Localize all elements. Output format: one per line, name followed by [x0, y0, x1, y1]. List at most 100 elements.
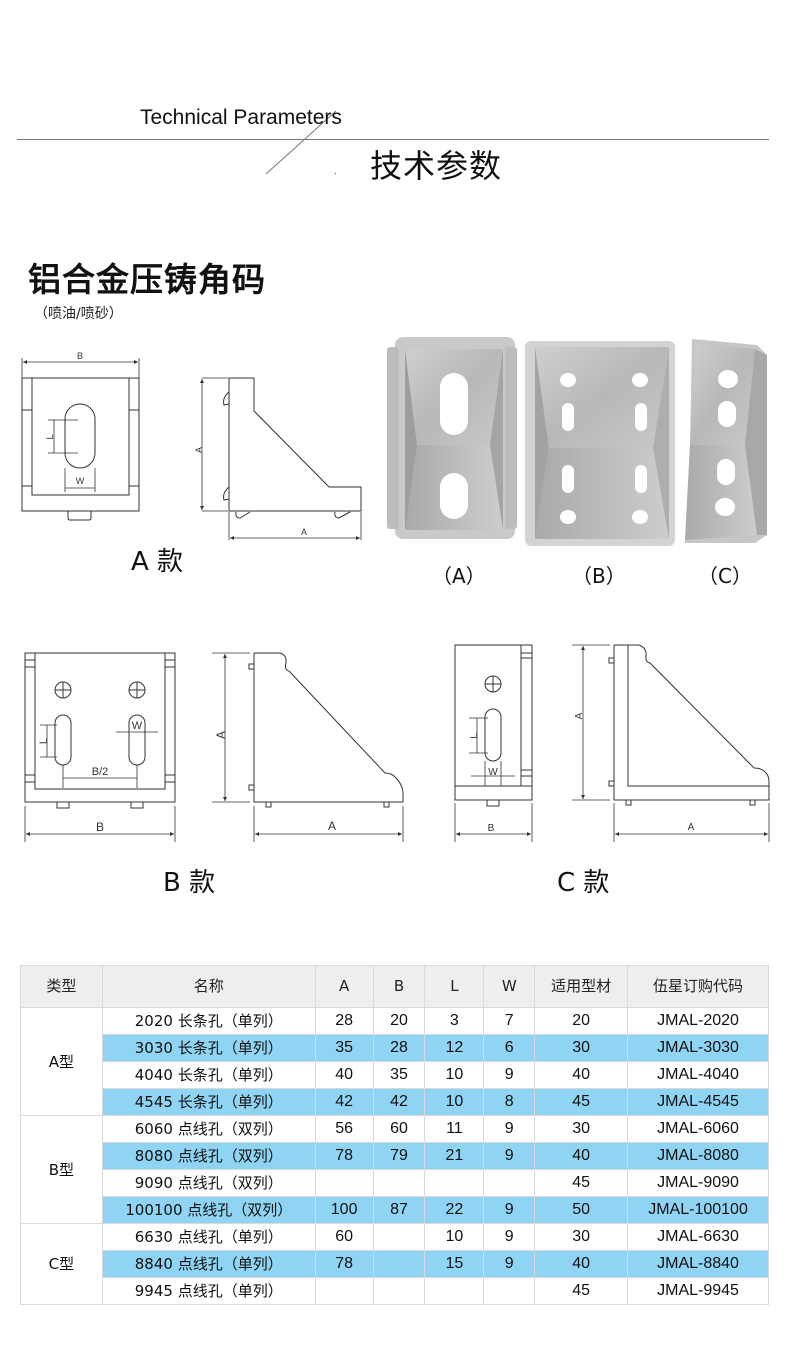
code-cell: JMAL-4040: [627, 1061, 769, 1089]
a-dim-a-vertical: A: [194, 447, 204, 453]
name-cell: 9090 点线孔（双列）: [101, 1169, 316, 1197]
w-cell: 9: [483, 1223, 536, 1251]
product-subtitle: （喷油/喷砂）: [34, 306, 123, 322]
a-cell: 100: [314, 1196, 374, 1224]
a-cell: 35: [314, 1034, 374, 1062]
b-cell: 42: [372, 1088, 426, 1116]
b-dim-w: W: [132, 720, 143, 732]
chinese-title: 技术参数: [370, 147, 503, 185]
profile-cell: 45: [534, 1088, 629, 1116]
w-cell: 9: [483, 1250, 536, 1278]
c-side-view: [572, 644, 770, 842]
profile-cell: 50: [534, 1196, 629, 1224]
w-cell: 7: [483, 1007, 536, 1035]
a-dim-l: L: [45, 434, 55, 439]
name-cell: 8080 点线孔（双列）: [101, 1142, 316, 1170]
w-cell: 9: [483, 1196, 536, 1224]
code-cell: JMAL-4545: [627, 1088, 769, 1116]
name-cell: 6060 点线孔（双列）: [101, 1115, 316, 1143]
photo-label-b: （B）: [572, 564, 626, 588]
c-style-label: C 款: [557, 868, 610, 898]
slash-line-drawn: [265, 110, 337, 175]
type-cell: A型: [20, 1007, 103, 1116]
b-style-drawing: [24, 652, 404, 842]
a-cell: [314, 1169, 374, 1197]
header-code: 伍星订购代码: [627, 965, 769, 1008]
name-cell: 6630 点线孔（单列）: [101, 1223, 316, 1251]
b-front-view: [24, 652, 176, 842]
a-cell: 28: [314, 1007, 374, 1035]
name-cell: 2020 长条孔（单列）: [101, 1007, 316, 1035]
b-side-view: [212, 652, 404, 842]
c-dim-b: B: [488, 823, 495, 834]
l-cell: [424, 1169, 485, 1197]
a-style-label: A 款: [131, 547, 184, 577]
w-cell: [483, 1169, 536, 1197]
b-dim-b-half: B/2: [92, 766, 109, 778]
photo-label-c: （C）: [698, 564, 752, 588]
bracket-b-photo: [525, 341, 675, 546]
w-cell: 9: [483, 1115, 536, 1143]
name-cell: 8840 点线孔（单列）: [101, 1250, 316, 1278]
profile-cell: 30: [534, 1115, 629, 1143]
name-cell: 3030 长条孔（单列）: [101, 1034, 316, 1062]
code-cell: JMAL-9945: [627, 1277, 769, 1305]
l-cell: 12: [424, 1034, 485, 1062]
profile-cell: 45: [534, 1169, 629, 1197]
w-cell: 6: [483, 1034, 536, 1062]
a-dim-w: W: [76, 476, 85, 486]
l-cell: 22: [424, 1196, 485, 1224]
a-dim-a-horizontal: A: [301, 527, 307, 537]
profile-cell: 40: [534, 1250, 629, 1278]
name-cell: 4040 长条孔（单列）: [101, 1061, 316, 1089]
l-cell: 10: [424, 1088, 485, 1116]
a-dim-b: B: [77, 351, 83, 361]
a-front-view: [21, 358, 140, 521]
l-cell: 3: [424, 1007, 485, 1035]
c-style-drawing: [454, 644, 770, 842]
w-cell: 8: [483, 1088, 536, 1116]
c-front-view: [454, 644, 533, 842]
c-dim-a-vertical: A: [574, 712, 585, 719]
b-cell: 60: [372, 1115, 426, 1143]
b-cell: 79: [372, 1142, 426, 1170]
header-a: A: [314, 965, 374, 1008]
a-cell: 60: [314, 1223, 374, 1251]
product-photos: [387, 337, 767, 546]
b-cell: [372, 1223, 426, 1251]
a-style-drawing: [21, 358, 362, 540]
code-cell: JMAL-100100: [627, 1196, 769, 1224]
b-cell: [372, 1169, 426, 1197]
b-style-label: B 款: [163, 868, 216, 898]
a-cell: 56: [314, 1115, 374, 1143]
l-cell: 21: [424, 1142, 485, 1170]
b-dim-b: B: [96, 820, 104, 834]
code-cell: JMAL-6060: [627, 1115, 769, 1143]
header-slash-drawn: [265, 110, 337, 175]
b-cell: 28: [372, 1034, 426, 1062]
header-b: B: [372, 965, 426, 1008]
a-side-view: [200, 377, 362, 540]
w-cell: [483, 1277, 536, 1305]
profile-cell: 30: [534, 1223, 629, 1251]
b-cell: 20: [372, 1007, 426, 1035]
profile-cell: 30: [534, 1034, 629, 1062]
c-dim-a-horizontal: A: [688, 822, 695, 833]
b-cell: 35: [372, 1061, 426, 1089]
code-cell: JMAL-3030: [627, 1034, 769, 1062]
profile-cell: 20: [534, 1007, 629, 1035]
header-l: L: [424, 965, 485, 1008]
profile-cell: 40: [534, 1061, 629, 1089]
header-name: 名称: [101, 965, 316, 1008]
b-dim-a-vertical: A: [214, 731, 228, 739]
